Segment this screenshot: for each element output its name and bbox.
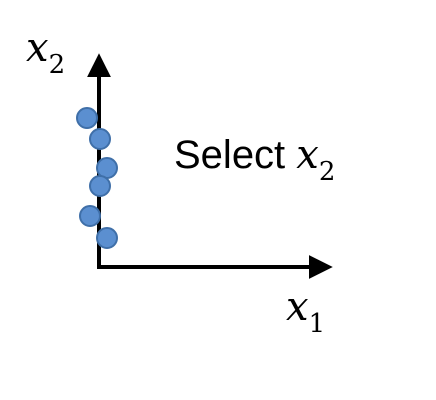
caption-word: Select [174,133,285,177]
caption-sub: 2 [319,157,336,187]
data-point-6 [96,227,118,249]
x-axis-label-var: x [286,284,309,330]
caption: Select x2 [174,132,335,187]
data-points [76,107,118,249]
x-axis-label: x1 [286,284,325,339]
y-axis-label-var: x [26,25,49,71]
caption-space [285,133,296,177]
data-point-2 [89,128,111,150]
data-point-5 [79,205,101,227]
data-point-4 [89,175,111,197]
data-point-1 [76,107,98,129]
y-axis-label-sub: 2 [49,50,66,80]
x-axis-label-sub: 1 [309,309,326,339]
caption-var: x [296,132,319,178]
y-axis-label: x2 [26,25,65,80]
